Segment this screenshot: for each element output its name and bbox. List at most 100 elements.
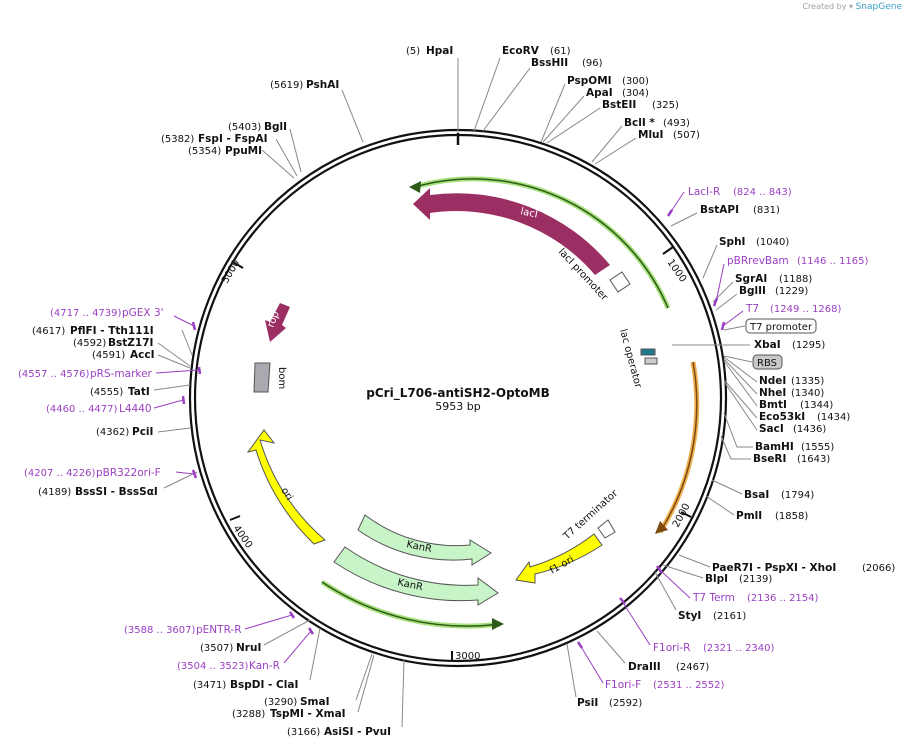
enzyme-pmli[interactable]: PmlI (1858) xyxy=(705,495,808,522)
svg-text:(3290): (3290) xyxy=(264,697,297,708)
enzyme-bsshii[interactable]: BssHII (96) xyxy=(482,57,603,132)
enzyme-tth111i[interactable]: (4617) PflFI - Tth111I xyxy=(32,325,193,356)
enzyme-draiii[interactable]: DraIII (2467) xyxy=(596,630,709,673)
enzyme-tati[interactable]: (4555) TatI xyxy=(90,384,191,398)
enzyme-nrui[interactable]: (3507) NruI xyxy=(200,619,311,654)
svg-text:RBS: RBS xyxy=(757,358,777,369)
primer-pentr-r[interactable]: (3588 .. 3607) pENTR-R xyxy=(124,611,296,636)
enzyme-bsai[interactable]: BsaI (1794) xyxy=(711,479,814,501)
enzyme-bamhi[interactable]: BamHI (1555) xyxy=(723,412,834,453)
svg-text:(1188): (1188) xyxy=(779,274,812,285)
svg-text:NdeI: NdeI xyxy=(759,375,786,387)
svg-text:(1295): (1295) xyxy=(792,340,825,351)
t7-promoter-box[interactable]: T7 promoter xyxy=(723,318,817,334)
laci-highlight-core xyxy=(414,178,669,309)
enzyme-bcli[interactable]: BclI * (493) xyxy=(591,117,690,163)
enzyme-apai[interactable]: ApaI (304) xyxy=(542,87,649,143)
primer-l4440[interactable]: (4460 .. 4477) L4440 xyxy=(46,395,186,415)
enzyme-blpi[interactable]: BlpI (2139) xyxy=(662,564,772,585)
svg-text:(3288): (3288) xyxy=(232,709,265,720)
primer-pbr322ori-f[interactable]: (4207 .. 4226) pBR322ori-F xyxy=(24,467,198,479)
primer-f1ori-r[interactable]: F1ori-R (2321 .. 2340) xyxy=(619,597,775,654)
svg-text:BstEII: BstEII xyxy=(602,99,636,111)
svg-text:(3471): (3471) xyxy=(193,680,226,691)
enzyme-smai[interactable]: (3290) SmaI xyxy=(264,653,373,708)
enzyme-ppumi[interactable]: (5354) PpuMI xyxy=(188,145,295,179)
enzyme-sphi[interactable]: SphI (1040) xyxy=(702,236,789,279)
enzyme-pshai[interactable]: (5619) PshAI xyxy=(270,79,364,143)
enzyme-hpai[interactable]: (5) HpaI xyxy=(406,45,459,133)
svg-text:LacI-R: LacI-R xyxy=(688,186,720,198)
lac-operator-label: lac operator xyxy=(617,328,644,390)
enzyme-bgli[interactable]: (5403) BglI xyxy=(228,121,302,173)
enzyme-bstapi[interactable]: BstAPI (831) xyxy=(670,204,780,227)
enzyme-fspi[interactable]: (5382) FspI - FspAI xyxy=(161,133,298,177)
kanr-feature-1[interactable] xyxy=(357,514,492,566)
svg-text:EcoRV: EcoRV xyxy=(502,45,540,57)
svg-text:BmtI: BmtI xyxy=(759,399,787,411)
bom-feature[interactable] xyxy=(253,362,271,393)
enzyme-bsssi[interactable]: (4189) BssSI - BssSαI xyxy=(38,471,198,498)
enzyme-nhei[interactable]: NheI (1340) xyxy=(723,358,824,399)
svg-text:PaeR7I - PspXI - XhoI: PaeR7I - PspXI - XhoI xyxy=(712,562,836,574)
enzyme-mlui[interactable]: MluI (507) xyxy=(594,129,700,165)
svg-text:PciI: PciI xyxy=(132,426,153,438)
primer-pbrrevbam[interactable]: pBRrevBam (1146 .. 1165) xyxy=(712,255,869,307)
enzyme-pvui[interactable]: (3166) AsiSI - PvuI xyxy=(287,659,405,738)
enzyme-ecorv[interactable]: EcoRV (61) xyxy=(473,45,571,132)
enzyme-xmai[interactable]: (3288) TspMI - XmaI xyxy=(232,654,375,720)
svg-text:(4207 .. 4226): (4207 .. 4226) xyxy=(24,468,96,479)
primer-t7[interactable]: T7 (1249 .. 1268) xyxy=(720,303,842,331)
svg-text:XbaI: XbaI xyxy=(754,339,781,351)
svg-text:(1229): (1229) xyxy=(775,286,808,297)
f1-ori-feature[interactable] xyxy=(515,533,603,584)
enzyme-ndei[interactable]: NdeI (1335) xyxy=(723,356,824,387)
laci-promoter-feature[interactable] xyxy=(609,271,631,293)
ori-feature[interactable] xyxy=(246,429,326,545)
svg-text:SmaI: SmaI xyxy=(300,696,330,708)
svg-text:FspI - FspAI: FspI - FspAI xyxy=(198,133,268,145)
primer-t7-term[interactable]: T7 Term (2136 .. 2154) xyxy=(655,565,819,604)
laci-feature[interactable] xyxy=(413,188,610,275)
t7-terminator-feature[interactable] xyxy=(597,519,616,539)
enzyme-psii[interactable]: PsiI (2592) xyxy=(566,643,642,709)
lac-operator-feature[interactable] xyxy=(640,348,656,356)
svg-text:BstZ17I: BstZ17I xyxy=(108,337,153,349)
enzyme-pspomi[interactable]: PspOMI (300) xyxy=(540,75,649,143)
svg-text:PflFI - Tth111I: PflFI - Tth111I xyxy=(70,325,154,337)
primer-kan-r[interactable]: (3504 .. 3523) Kan-R xyxy=(177,627,315,672)
primer-laci-r[interactable]: LacI-R (824 .. 843) xyxy=(666,186,792,217)
enzyme-saci[interactable]: SacI (1436) xyxy=(724,382,826,435)
svg-text:pRS-marker: pRS-marker xyxy=(90,368,153,380)
enzyme-pcii[interactable]: (4362) PciI xyxy=(96,426,191,438)
primer-f1ori-f[interactable]: F1ori-F (2531 .. 2552) xyxy=(576,641,725,691)
svg-text:(1858): (1858) xyxy=(775,511,808,522)
kanr-label-2: KanR xyxy=(396,577,424,593)
primer-prs-marker[interactable]: (4557 .. 4576) pRS-marker xyxy=(18,366,202,380)
rbs-box[interactable]: RBS xyxy=(723,354,783,370)
svg-text:(4189): (4189) xyxy=(38,487,71,498)
enzyme-clai[interactable]: (3471) BspDI - ClaI xyxy=(193,627,321,691)
kanr-feature-2[interactable] xyxy=(333,546,499,606)
svg-text:pBR322ori-F: pBR322ori-F xyxy=(96,467,161,479)
enzyme-bmti[interactable]: BmtI (1344) xyxy=(723,360,833,411)
tick-5000: 5000 xyxy=(220,258,244,286)
plasmid-name: pCri_L706-antiSH2-OptoMB xyxy=(366,386,549,401)
enzyme-acci[interactable]: (4591) AccI xyxy=(92,349,191,369)
svg-text:(3504 .. 3523): (3504 .. 3523) xyxy=(177,661,249,672)
rop-feature[interactable] xyxy=(265,303,290,342)
svg-text:PmlI: PmlI xyxy=(736,510,762,522)
enzyme-bseri[interactable]: BseRI (1643) xyxy=(720,435,830,465)
svg-text:(4557 .. 4576): (4557 .. 4576) xyxy=(18,369,90,380)
enzyme-xhoi[interactable]: PaeR7I - PspXI - XhoI (2066) xyxy=(678,554,895,574)
svg-text:(1249 .. 1268): (1249 .. 1268) xyxy=(770,304,842,315)
enzyme-styi[interactable]: StyI (2161) xyxy=(654,571,746,622)
enzyme-bglii[interactable]: BglII (1229) xyxy=(715,285,808,311)
primer-pgex-3[interactable]: (4717 .. 4739) pGEX 3' xyxy=(50,307,197,331)
t7-terminator-label: T7 terminator xyxy=(561,487,621,542)
svg-text:(831): (831) xyxy=(753,205,780,216)
enzyme-eco53ki[interactable]: Eco53kI (1434) xyxy=(724,380,850,423)
enzyme-xbai[interactable]: XbaI (1295) xyxy=(672,339,825,351)
enzyme-bsteii[interactable]: BstEII (325) xyxy=(546,99,679,144)
enzyme-bstz17i[interactable]: (4592) BstZ17I xyxy=(73,337,191,367)
